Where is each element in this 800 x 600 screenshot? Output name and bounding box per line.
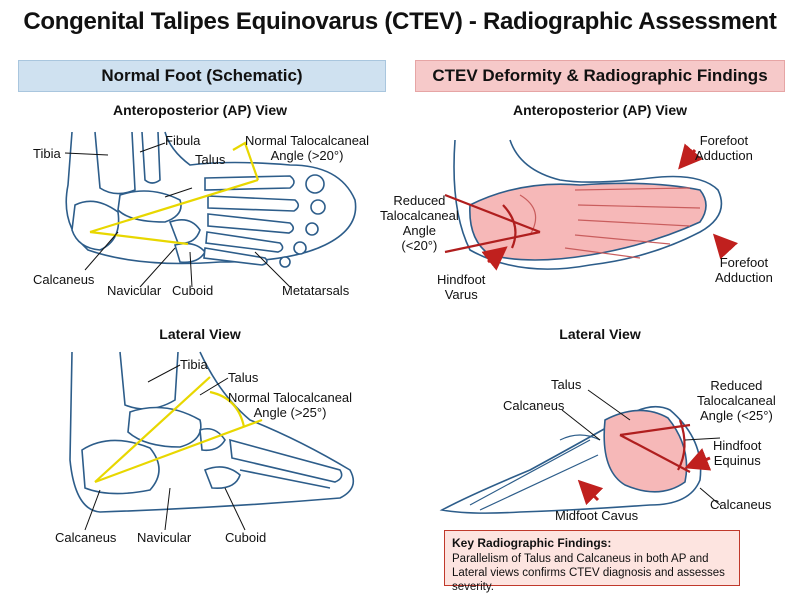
normal-lateral-foot: [69, 351, 355, 513]
ctev-lateral-foot: [439, 405, 702, 514]
ctev-ap-arrows: [481, 143, 739, 271]
metatarsal-2: [207, 195, 300, 212]
key-findings-title: Key Radiographic Findings:: [452, 536, 612, 550]
toe-1: [305, 174, 325, 194]
ctev-lateral-bones: [603, 409, 688, 493]
normal-ap-view-title: Anteroposterior (AP) View: [113, 102, 287, 118]
ctev-ap-view-title: Anteroposterior (AP) View: [513, 102, 687, 118]
metatarsal-5: [203, 247, 268, 266]
ctev-lateral-reduced-angle-label: Reduced Talocalcaneal Angle (<25°): [697, 378, 776, 423]
main-title: Congenital Talipes Equinovarus (CTEV) - …: [23, 8, 777, 35]
normal-lateral-navicular-label: Navicular: [137, 530, 192, 545]
talus-bone: [117, 190, 182, 223]
calcaneus-bone: [71, 200, 120, 251]
normal-ap-tibia-label: Tibia: [33, 146, 61, 161]
ctev-lateral-angle: [619, 419, 691, 473]
normal-ap-navicular-label: Navicular: [107, 283, 162, 298]
key-findings-body: Parallelism of Talus and Calcaneus in bo…: [452, 553, 725, 593]
normal-lateral-angle: [94, 376, 263, 484]
ctev-ap-forefoot-bottom-label: Forefoot Adduction: [715, 255, 773, 285]
lateral-tibia-bone: [119, 351, 179, 410]
ctev-lateral-midfoot-cavus-label: Midfoot Cavus: [555, 508, 639, 523]
normal-foot-header: Normal Foot (Schematic): [18, 60, 386, 92]
ctev-lateral-view-title: Lateral View: [559, 326, 641, 342]
ctev-lateral-calcaneus-bottom-label: Calcaneus: [710, 497, 772, 512]
key-findings-box: Key Radiographic Findings: Parallelism o…: [444, 530, 740, 593]
toe-5: [279, 256, 291, 268]
normal-ap-talus-label: Talus: [195, 152, 226, 167]
ctev-ap-angle: [444, 193, 541, 254]
normal-ap-metatarsals-label: Metatarsals: [282, 283, 350, 298]
lateral-metatarsals: [229, 438, 343, 483]
normal-lateral-tibia-label: Tibia: [180, 357, 208, 372]
normal-lateral-angle-label: Normal Talocalcaneal Angle (>25°): [228, 390, 353, 420]
normal-lateral-leader-lines: [84, 364, 246, 531]
normal-lateral-cuboid-label: Cuboid: [225, 530, 267, 545]
toe-4: [293, 241, 307, 255]
normal-ap-leader-lines: [64, 142, 291, 288]
ctev-ap-hindfoot-varus-label: Hindfoot Varus: [437, 272, 486, 302]
normal-ap-calcaneus-label: Calcaneus: [33, 272, 95, 287]
normal-ap-angle-label: Normal Talocalcaneal Angle (>20°): [245, 133, 370, 163]
ctev-ap-foot: [453, 139, 723, 270]
normal-lateral-talus-label: Talus: [228, 370, 259, 385]
normal-lateral-calcaneus-label: Calcaneus: [55, 530, 117, 545]
normal-ap-cuboid-label: Cuboid: [172, 283, 214, 298]
ctev-ap-reduced-angle-label: Reduced Talocalcaneal Angle (<20°): [380, 193, 459, 253]
normal-lateral-view-title: Lateral View: [159, 326, 241, 342]
ctev-lateral-talus-label: Talus: [551, 377, 582, 392]
ctev-ap-bones: [469, 182, 707, 261]
ctev-lateral-hindfoot-equinus-label: Hindfoot Equinus: [713, 438, 762, 468]
metatarsal-3: [207, 213, 295, 234]
tibia-bone: [94, 131, 136, 195]
fibula-bone: [141, 131, 161, 184]
ctev-lateral-arrows: [577, 448, 712, 506]
metatarsal-4: [205, 231, 284, 253]
toe-3: [305, 222, 319, 236]
lateral-calcaneus-bone: [81, 439, 160, 495]
toe-2: [310, 199, 326, 215]
ctev-lateral-leader-lines: [561, 389, 721, 506]
ctev-header: CTEV Deformity & Radiographic Findings: [415, 60, 785, 92]
lateral-talus-bone: [127, 406, 202, 448]
normal-ap-fibula-label: Fibula: [165, 133, 201, 148]
lateral-cuboid-bone: [203, 466, 241, 490]
normal-ap-angle: [89, 141, 260, 246]
ctev-ap-forefoot-top-label: Forefoot Adduction: [695, 133, 753, 163]
ctev-lateral-calcaneus-top-label: Calcaneus: [503, 398, 565, 413]
